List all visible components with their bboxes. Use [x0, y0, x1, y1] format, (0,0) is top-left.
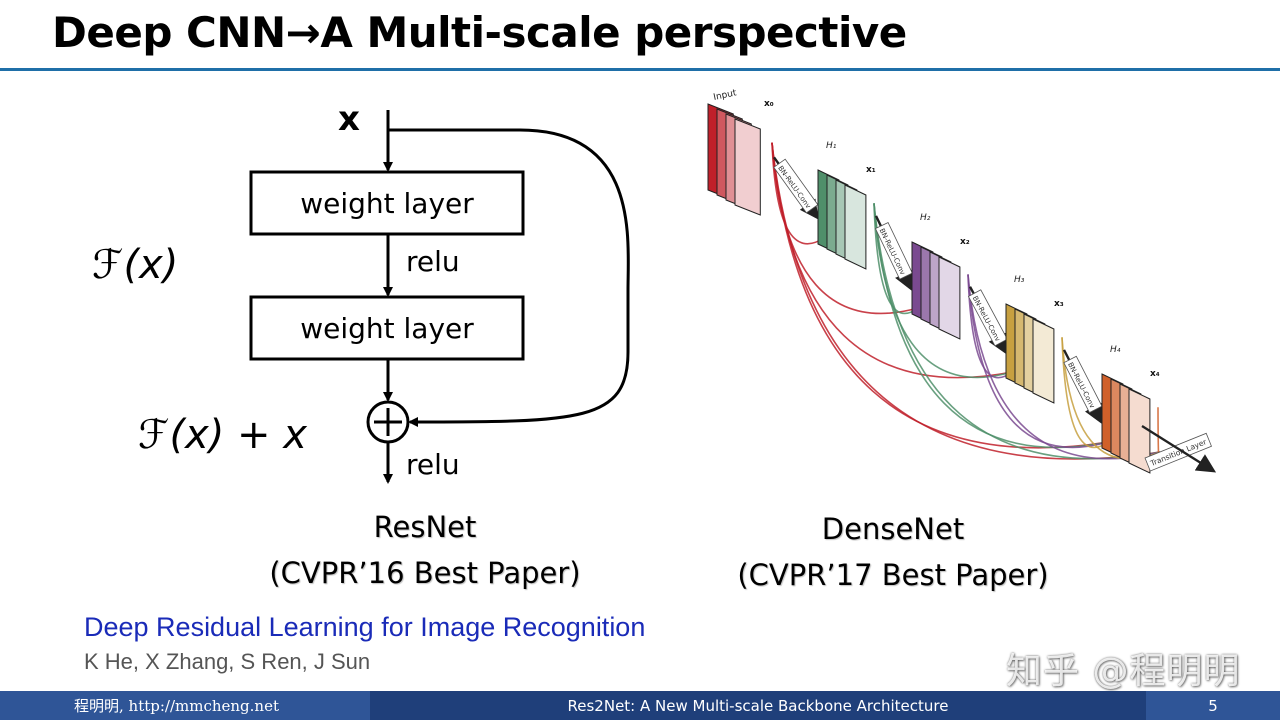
resnet-caption: ResNet (CVPR’16 Best Paper) — [240, 504, 610, 596]
slide-title: Deep CNN→A Multi-scale perspective — [52, 8, 907, 57]
densenet-feature-map — [734, 118, 761, 216]
densenet-feature-map — [938, 256, 961, 340]
resnet-weight-layer-2 — [249, 295, 525, 361]
densenet-feature-map — [844, 184, 867, 270]
resnet-input-label: x — [338, 99, 360, 139]
densenet-feature-map — [1128, 388, 1151, 474]
densenet-x-label: x₀ — [764, 99, 774, 109]
densenet-connection-curve — [771, 142, 1109, 449]
resnet-fx-plus-x-label: ℱ(x) + x — [138, 412, 307, 458]
resnet-relu-1: relu — [406, 245, 460, 278]
slide-footer: 程明明, http://mmcheng.net Res2Net: A New M… — [0, 691, 1280, 720]
densenet-caption-name: DenseNet — [821, 512, 965, 546]
densenet-x-label: x₃ — [1054, 299, 1064, 309]
densenet-x-label: x₄ — [1150, 369, 1160, 379]
paper-title: Deep Residual Learning for Image Recogni… — [84, 612, 646, 642]
densenet-input-label: Input — [713, 88, 738, 103]
footer-presentation-title: Res2Net: A New Multi-scale Backbone Arch… — [370, 691, 1146, 720]
densenet-h-label: H₃ — [1014, 275, 1025, 285]
footer-page-number: 5 — [1146, 691, 1280, 720]
densenet-connection-curve — [771, 142, 1161, 460]
densenet-feature-map — [1032, 318, 1055, 404]
zhihu-watermark: 知乎 @程明明 — [1006, 651, 1241, 692]
densenet-h-label: H₁ — [826, 141, 837, 151]
densenet-block-box — [773, 158, 819, 214]
resnet-caption-venue: (CVPR’16 Best Paper) — [269, 556, 581, 590]
paper-authors: K He, X Zhang, S Ren, J Sun — [84, 649, 371, 674]
resnet-relu-2: relu — [406, 448, 460, 481]
densenet-x-label: x₂ — [960, 237, 970, 247]
resnet-diagram: x weight layer relu weight layer relu ℱ(… — [80, 90, 660, 500]
densenet-h-label: H₂ — [920, 213, 931, 223]
densenet-x-label: x₁ — [866, 165, 876, 175]
densenet-caption: DenseNet (CVPR’17 Best Paper) — [708, 506, 1078, 598]
densenet-connection-curve — [1061, 337, 1109, 449]
footer-author: 程明明, http://mmcheng.net — [0, 691, 370, 720]
densenet-connection-curve — [967, 274, 1109, 449]
densenet-connection-curve — [967, 274, 1013, 379]
resnet-weight-layer-1-label: weight layer — [300, 187, 474, 220]
densenet-transition-box — [1144, 432, 1212, 472]
densenet-block-box — [967, 289, 1008, 347]
resnet-fx-label: ℱ(x) — [92, 242, 178, 288]
resnet-add-node — [366, 400, 410, 444]
densenet-block-box — [874, 222, 913, 280]
densenet-block-box — [1063, 355, 1103, 414]
densenet-caption-venue: (CVPR’17 Best Paper) — [737, 558, 1049, 592]
resnet-identity-shortcut — [388, 128, 630, 427]
resnet-weight-layer-2-label: weight layer — [300, 312, 474, 345]
resnet-caption-name: ResNet — [373, 510, 477, 544]
densenet-output-arrow — [1141, 424, 1217, 473]
densenet-connection-curve — [873, 203, 919, 315]
densenet-h-label: H₄ — [1110, 345, 1121, 355]
title-divider — [0, 68, 1280, 71]
